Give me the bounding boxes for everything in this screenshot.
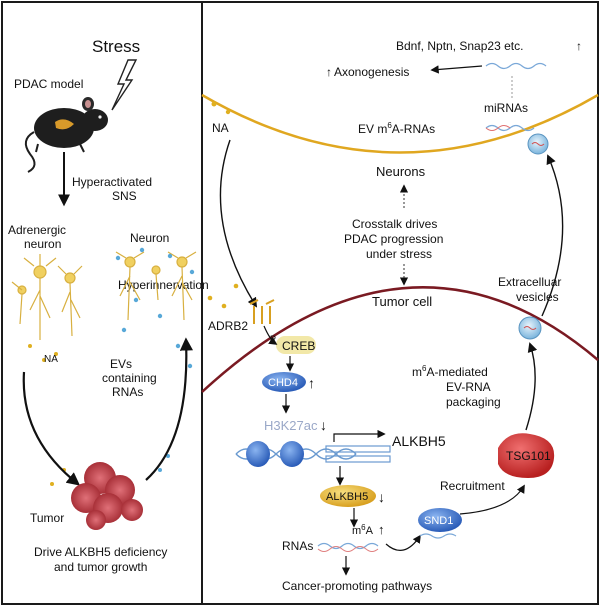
alkbh5-down-arrow: ↓ bbox=[378, 489, 385, 505]
na-dots-right bbox=[207, 101, 239, 309]
packaging-label-line3: packaging bbox=[446, 395, 501, 409]
axonogenesis-up-arrow: ↑ bbox=[326, 65, 332, 79]
cancer-pathways-label: Cancer-promoting pathways bbox=[282, 579, 432, 593]
transcription-arrow bbox=[333, 429, 386, 442]
snd1-node bbox=[418, 508, 462, 532]
tumor-to-neuron-arrow bbox=[145, 337, 194, 481]
h3k27ac-label: H3K27ac bbox=[264, 418, 318, 433]
evs-label-line3: RNAs bbox=[112, 385, 143, 399]
rnas-label: RNAs bbox=[282, 539, 313, 553]
snd1-to-tsg101-arrow bbox=[459, 484, 525, 515]
extracellular-label-line1: Extracelluar bbox=[498, 275, 561, 289]
crosstalk-label-line2: PDAC progression bbox=[344, 232, 443, 246]
na-to-tumor-arrow bbox=[22, 371, 81, 486]
rna-to-snd1-arrow bbox=[385, 534, 421, 551]
axonogenesis-label: Axonogenesis bbox=[334, 65, 409, 79]
adrenergic-label-line2: neuron bbox=[24, 237, 61, 251]
pdac-model-label: PDAC model bbox=[14, 77, 83, 91]
vesicle-icon bbox=[527, 133, 549, 155]
m6a-label: m6A bbox=[352, 523, 374, 537]
crosstalk-label-line3: under stress bbox=[366, 247, 432, 261]
na-label-right: NA bbox=[212, 121, 229, 135]
tumor-membrane bbox=[201, 286, 599, 393]
adrenergic-label-line1: Adrenergic bbox=[8, 223, 66, 237]
alkbh5-protein-node bbox=[320, 485, 376, 507]
tumor-cell-label: Tumor cell bbox=[372, 294, 432, 309]
recruitment-label: Recruitment bbox=[440, 479, 505, 493]
creb-label: CREB bbox=[282, 339, 315, 353]
neuron-label: Neuron bbox=[130, 231, 169, 245]
tumor-icon bbox=[71, 462, 143, 530]
tsg101-to-vesicle-arrow bbox=[525, 342, 538, 431]
snd1-label: SND1 bbox=[424, 515, 453, 527]
drive-label-line2: and tumor growth bbox=[54, 560, 147, 574]
neurons-label: Neurons bbox=[376, 164, 426, 179]
genes-label: Bdnf, Nptn, Snap23 etc. bbox=[396, 39, 523, 53]
right-panel: Bdnf, Nptn, Snap23 etc. ↑ ↑ Axonogenesis… bbox=[201, 39, 599, 593]
axonogenesis-arrow bbox=[430, 65, 483, 74]
chd4-label: CHD4 bbox=[268, 377, 298, 389]
chd4-node bbox=[262, 372, 306, 392]
vesicle-icon bbox=[518, 316, 542, 340]
sns-label-line1: Hyperactivated bbox=[72, 175, 152, 189]
lightning-icon bbox=[111, 59, 138, 111]
ev-to-neuron-arrow bbox=[541, 154, 564, 317]
nucleosome-icon bbox=[246, 441, 304, 467]
adrb2-to-creb-arrow bbox=[263, 325, 278, 345]
m6a-squiggle bbox=[485, 125, 511, 131]
crosstalk-label-line1: Crosstalk drives bbox=[352, 217, 437, 231]
na-label-left: NA bbox=[44, 354, 58, 365]
mouse-icon bbox=[24, 97, 108, 173]
neuron-membrane bbox=[201, 93, 599, 154]
na-release-arrow bbox=[219, 139, 258, 308]
tsg101-label: TSG101 bbox=[506, 449, 551, 463]
tumor-label: Tumor bbox=[30, 511, 64, 525]
mirnas-label: miRNAs bbox=[484, 101, 528, 115]
na-dots bbox=[28, 344, 66, 486]
sns-label-line2: SNS bbox=[112, 189, 137, 203]
snd1-rna-squiggle bbox=[419, 533, 457, 539]
extracellular-label-line2: vesicles bbox=[516, 290, 559, 304]
neuron-icon bbox=[115, 251, 197, 321]
tsg101-node bbox=[498, 433, 555, 478]
gene-box bbox=[325, 445, 391, 453]
creb-bg bbox=[276, 336, 316, 354]
drive-label-line1: Drive ALKBH5 deficiency bbox=[34, 545, 167, 559]
mrna-squiggle bbox=[485, 62, 547, 70]
alkbh5-protein-label: ALKBH5 bbox=[326, 491, 368, 503]
ev-dots bbox=[115, 247, 195, 472]
m6a-up-arrow: ↑ bbox=[378, 522, 385, 537]
receptor-icon bbox=[249, 299, 275, 324]
packaging-label-line2: EV-RNA bbox=[446, 380, 491, 394]
rna-squiggle bbox=[317, 542, 379, 550]
packaging-label-line1: m6A-mediated bbox=[412, 364, 488, 379]
neuron-icon bbox=[11, 254, 83, 340]
left-panel: Stress PDAC model Hyperactivated SNS Adr… bbox=[8, 37, 209, 574]
alkbh5-gene-label: ALKBH5 bbox=[392, 433, 446, 449]
chd4-up-arrow: ↑ bbox=[308, 375, 315, 391]
ev-rnas-label: EV m6A-RNAs bbox=[358, 121, 435, 136]
left-panel-border bbox=[1, 1, 203, 605]
gene-box-2 bbox=[325, 455, 391, 463]
stress-label: Stress bbox=[92, 37, 140, 56]
genes-up-arrow: ↑ bbox=[576, 39, 582, 53]
h3k27ac-down-arrow: ↓ bbox=[320, 417, 327, 433]
rna-squiggle-2 bbox=[317, 546, 379, 552]
adrb2-label: ADRB2 bbox=[208, 319, 248, 333]
evs-label-line2: containing bbox=[102, 371, 157, 385]
evs-label-line1: EVs bbox=[110, 357, 132, 371]
